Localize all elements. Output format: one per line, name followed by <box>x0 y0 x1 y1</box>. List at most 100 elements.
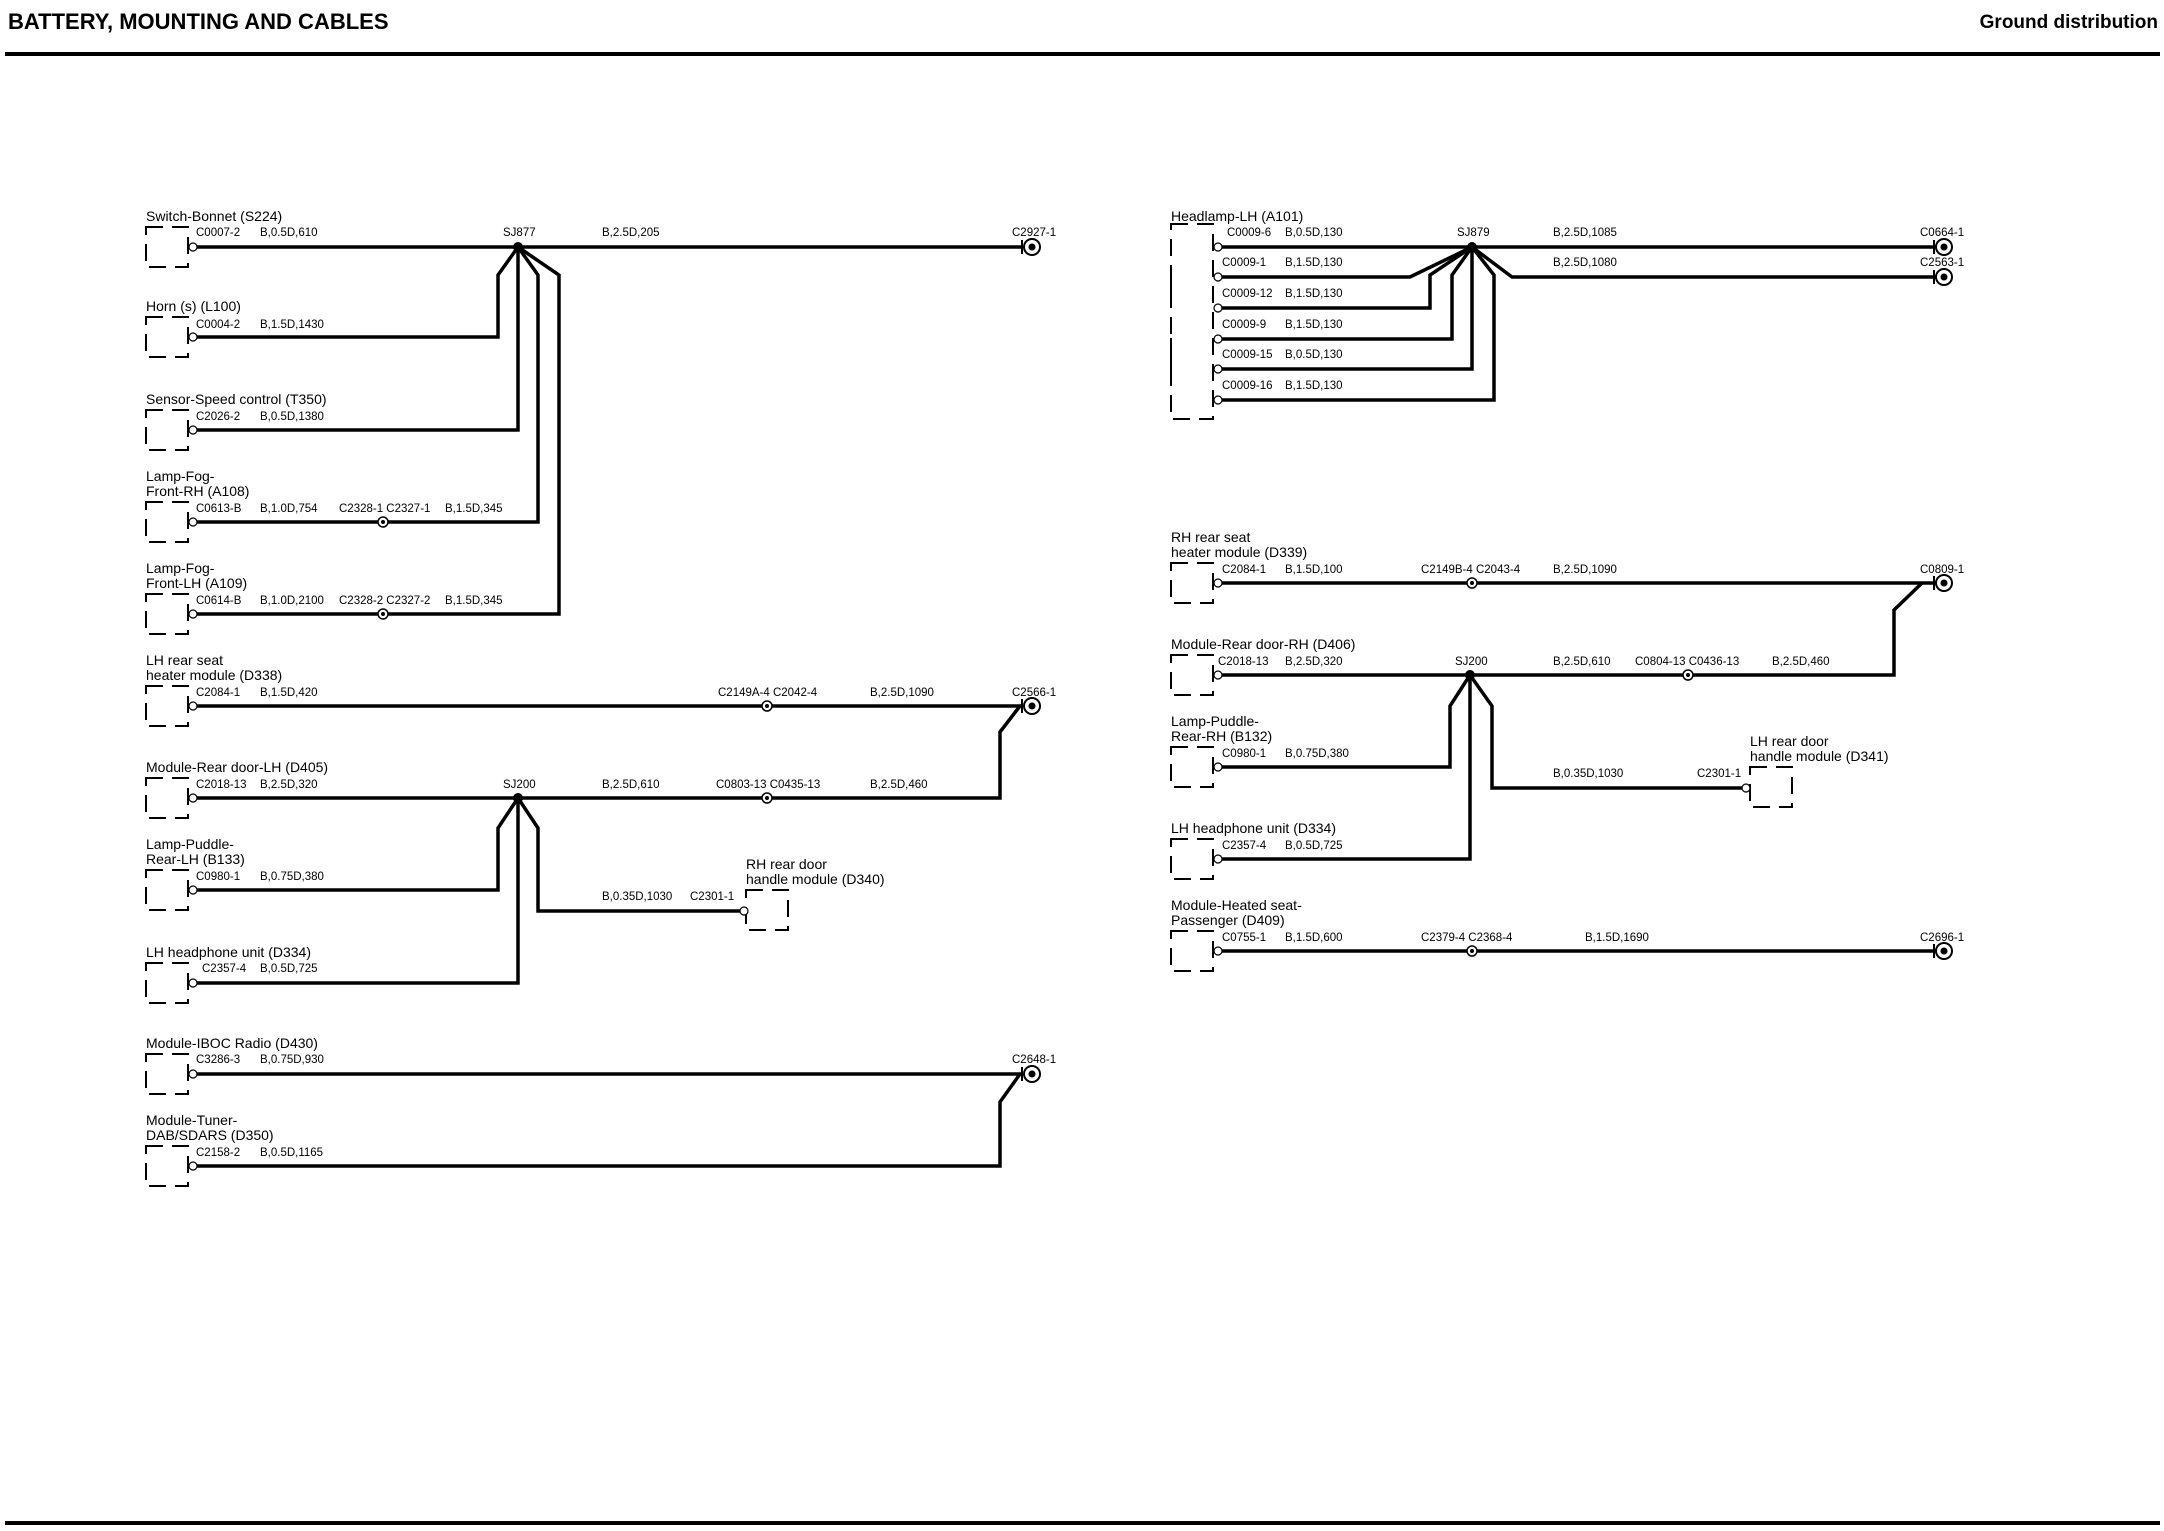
pin <box>1213 670 1223 680</box>
component-box <box>145 685 189 727</box>
wire-label: B,1.0D,2100 <box>260 595 324 607</box>
pin <box>1213 334 1223 344</box>
component-name: LH rear seat <box>146 652 223 668</box>
ground-label: C0664-1 <box>1920 227 1964 239</box>
component-box <box>145 226 189 268</box>
connector-label: C0009-6 <box>1227 227 1271 239</box>
wire-label: B,0.35D,1030 <box>602 891 672 903</box>
pin <box>1213 578 1223 588</box>
pin <box>188 609 198 619</box>
pin <box>1213 854 1223 864</box>
left-group-1: SJ877 B,2.5D,205 C2927-1 Switch-Bonnet (… <box>145 208 1056 635</box>
connector-label: C0755-1 <box>1222 932 1266 944</box>
inline-connector-label: C2328-2 C2327-2 <box>339 595 430 607</box>
wire-label: B,2.5D,320 <box>1285 656 1343 668</box>
inline-connector-label: C2149A-4 C2042-4 <box>718 687 818 699</box>
ground-label: C2696-1 <box>1920 932 1964 944</box>
splice-label: SJ200 <box>503 779 536 791</box>
pin <box>1213 303 1223 313</box>
component-box <box>1170 654 1214 696</box>
ground-icon <box>1940 273 1948 281</box>
connector-label: C0007-2 <box>196 227 240 239</box>
component-name: Module-Heated seat- <box>1171 897 1302 913</box>
splice-dot <box>1465 670 1475 680</box>
splice-dot <box>1467 242 1477 252</box>
component-name: Front-RH (A108) <box>146 483 249 499</box>
pin <box>1213 272 1223 282</box>
ground-label: C2927-1 <box>1012 227 1056 239</box>
component-name: DAB/SDARS (D350) <box>146 1127 274 1143</box>
splice-dot <box>513 793 523 803</box>
pin <box>1213 364 1223 374</box>
connector-label: C0614-B <box>196 595 242 607</box>
component-name: Lamp-Puddle- <box>1171 713 1259 729</box>
wire <box>194 245 561 616</box>
component-name: LH headphone unit (D334) <box>1171 820 1336 836</box>
wire-label: B,1.5D,345 <box>445 503 503 515</box>
wire-label: B,1.5D,1690 <box>1585 932 1649 944</box>
connector-label: C0009-15 <box>1222 349 1273 361</box>
wire-label: B,0.5D,130 <box>1285 349 1343 361</box>
left-group-2: SJ200 B,2.5D,610 C2566-1 LH rear seat he… <box>145 652 1056 1004</box>
connector-label: C0980-1 <box>196 871 240 883</box>
component-name: Rear-LH (B133) <box>146 851 245 867</box>
component-name: LH headphone unit (D334) <box>146 944 311 960</box>
wire-label: B,0.5D,1165 <box>260 1147 323 1159</box>
wire-label: B,2.5D,205 <box>602 227 660 239</box>
ground-icon <box>1028 1070 1036 1078</box>
inline-connector-label: C2328-1 C2327-1 <box>339 503 430 515</box>
wire <box>194 704 1022 800</box>
wire-label: B,2.5D,1080 <box>1553 257 1617 269</box>
ground-label: C2648-1 <box>1012 1054 1056 1066</box>
wire-label: B,0.5D,725 <box>1285 840 1343 852</box>
connector-label: C2084-1 <box>1222 564 1266 576</box>
wire <box>516 797 748 913</box>
ground-icon <box>1028 702 1036 710</box>
splice-label: SJ877 <box>503 227 536 239</box>
inline-connector <box>381 520 385 524</box>
component-box <box>1170 930 1214 972</box>
right-group-1: Headlamp-LH (A101) SJ879 C0009-6 B,0.5D,… <box>1170 208 1964 420</box>
component-name: heater module (D338) <box>146 667 282 683</box>
component-box <box>1170 223 1214 420</box>
inline-connector-label: C0803-13 C0435-13 <box>716 779 820 791</box>
connector-label: C2018-13 <box>1218 656 1269 668</box>
component-box <box>1170 746 1214 788</box>
component-name: Lamp-Fog- <box>146 468 215 484</box>
wire-label: B,0.5D,725 <box>260 963 318 975</box>
wire <box>194 245 520 339</box>
component-name: Rear-RH (B132) <box>1171 728 1272 744</box>
inline-connector <box>1686 673 1690 677</box>
splice-label: SJ200 <box>1455 656 1488 668</box>
ground-icon <box>1940 243 1948 251</box>
wire-label: B,2.5D,610 <box>602 779 660 791</box>
component-box <box>145 316 189 358</box>
inline-connector-label: C2379-4 C2368-4 <box>1421 932 1513 944</box>
wire-label: B,1.5D,130 <box>1285 257 1343 269</box>
pin <box>188 978 198 988</box>
pin <box>739 906 749 916</box>
wire-label: B,1.5D,100 <box>1285 564 1343 576</box>
wire-label: B,1.5D,420 <box>260 687 318 699</box>
wire <box>194 797 520 892</box>
inline-connector <box>1470 581 1474 585</box>
wire-label: B,2.5D,460 <box>1772 656 1830 668</box>
component-box <box>145 409 189 451</box>
inline-connector <box>381 612 385 616</box>
wire-label: B,1.5D,1430 <box>260 319 324 331</box>
wire <box>1218 675 1472 861</box>
wire <box>1218 247 1474 371</box>
page-title: BATTERY, MOUNTING AND CABLES <box>8 9 389 34</box>
connector-label: C2084-1 <box>196 687 240 699</box>
connector-label: C0980-1 <box>1222 748 1266 760</box>
inline-connector-label: C0804-13 C0436-13 <box>1635 656 1739 668</box>
pin <box>188 701 198 711</box>
component-name: Module-Tuner- <box>146 1112 238 1128</box>
wire-label: B,2.5D,1085 <box>1553 227 1617 239</box>
wire <box>194 1072 1022 1168</box>
component-box <box>145 962 189 1004</box>
wire-label: B,2.5D,610 <box>1553 656 1611 668</box>
component-name: LH rear door <box>1750 733 1829 749</box>
wire <box>194 798 520 985</box>
